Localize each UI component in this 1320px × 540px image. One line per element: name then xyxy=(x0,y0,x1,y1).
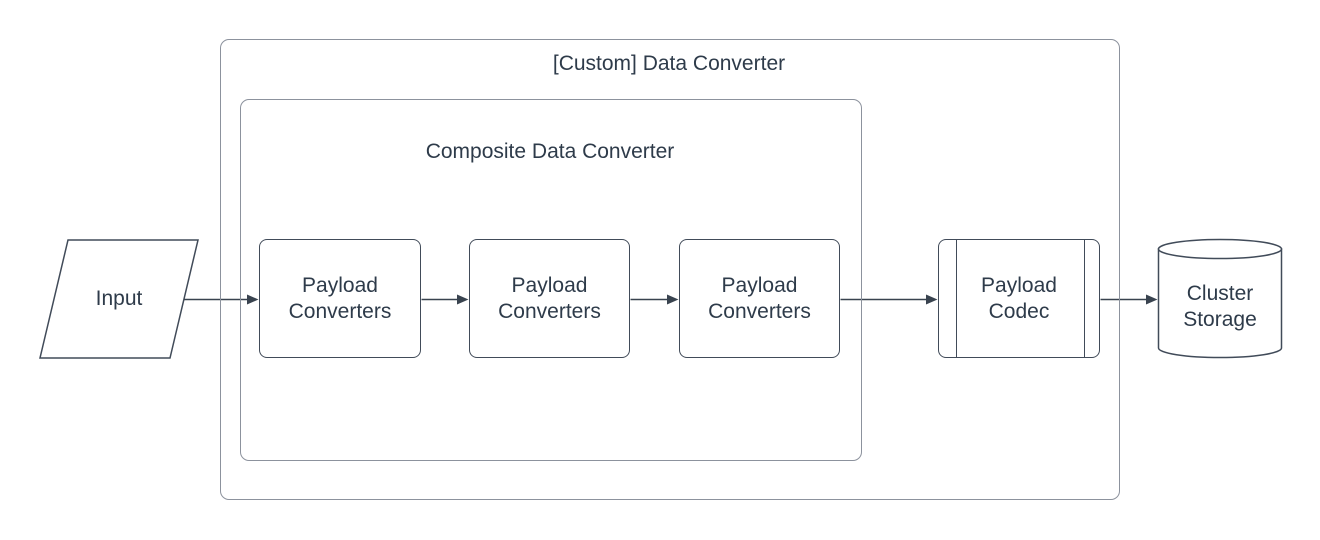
custom-data-converter-container xyxy=(220,39,1120,500)
edge-input-to-converter1 xyxy=(184,294,259,305)
edge-converter3-to-codec xyxy=(840,294,938,305)
edge-converter1-to-converter2 xyxy=(421,294,469,305)
composite-data-converter-container xyxy=(240,99,862,461)
payload-codec-label: Payload Codec xyxy=(981,273,1057,323)
cluster-storage-cylinder-shape xyxy=(1157,238,1283,359)
edge-converter2-to-converter3 xyxy=(630,294,679,305)
payload-converters-3-label: Payload Converters xyxy=(708,273,811,323)
payload-converters-node-3: Payload Converters xyxy=(679,239,840,358)
custom-data-converter-title: [Custom] Data Converter xyxy=(552,52,786,75)
cluster-storage-node-label: Cluster Storage xyxy=(1183,282,1257,331)
payload-codec-node: Payload Codec xyxy=(938,239,1100,358)
edge-codec-to-storage xyxy=(1100,294,1158,305)
payload-converters-1-label: Payload Converters xyxy=(288,273,392,323)
payload-converters-node-1: Payload Converters xyxy=(259,239,421,358)
input-node-label: Input xyxy=(95,286,143,310)
payload-converters-node-2: Payload Converters xyxy=(469,239,630,358)
composite-data-converter-title: Composite Data Converter xyxy=(425,140,675,163)
payload-converters-2-label: Payload Converters xyxy=(498,273,601,323)
input-parallelogram-shape xyxy=(39,239,199,359)
